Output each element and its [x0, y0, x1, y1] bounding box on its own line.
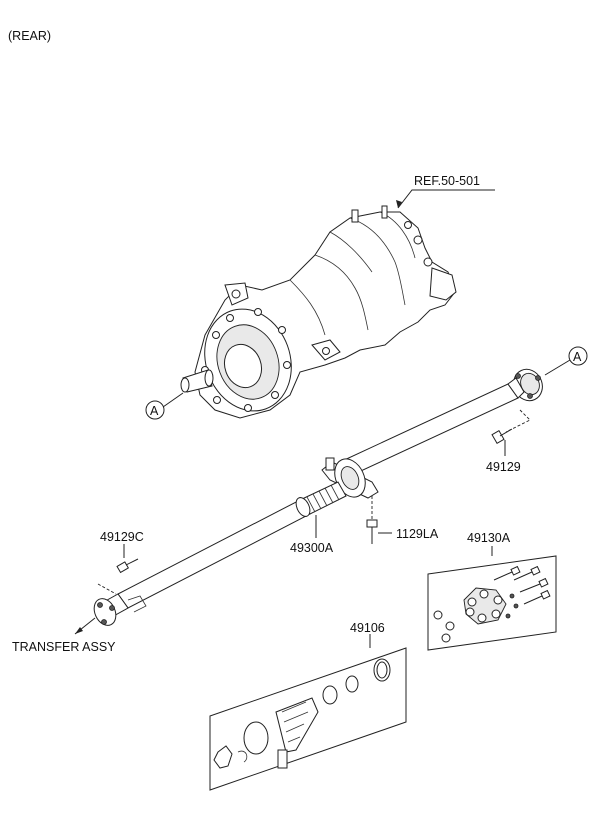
callout-49300a: 49300A [290, 515, 334, 555]
bolt-49129: 49129 [486, 409, 531, 474]
ref-marker-a-front: A [145, 392, 184, 420]
bolt-1129la: 1129LA [366, 496, 439, 544]
transfer-assy-callout: TRANSFER ASSY [12, 617, 116, 654]
label-transfer-assy: TRANSFER ASSY [12, 640, 116, 654]
label-49129c: 49129C [100, 530, 144, 544]
label-1129la: 1129LA [396, 527, 439, 541]
bolt-49129c: 49129C [97, 530, 144, 595]
kit-49106: 49106 [209, 621, 407, 791]
differential-carrier [180, 205, 457, 419]
label-49130a: 49130A [467, 531, 511, 545]
propeller-shaft [93, 368, 543, 626]
kit-49130a: 49130A [427, 531, 557, 651]
label-49300a: 49300A [290, 541, 334, 555]
ref-label: REF.50-501 [414, 174, 480, 188]
ref-marker-a-rear: A [544, 346, 588, 376]
ref-letter-a-front: A [150, 404, 159, 418]
label-49106: 49106 [350, 621, 385, 635]
ref-letter-a-rear: A [573, 350, 582, 364]
diagram-title: (REAR) [8, 29, 51, 43]
label-49129: 49129 [486, 460, 521, 474]
ref-callout: REF.50-501 [396, 174, 495, 209]
